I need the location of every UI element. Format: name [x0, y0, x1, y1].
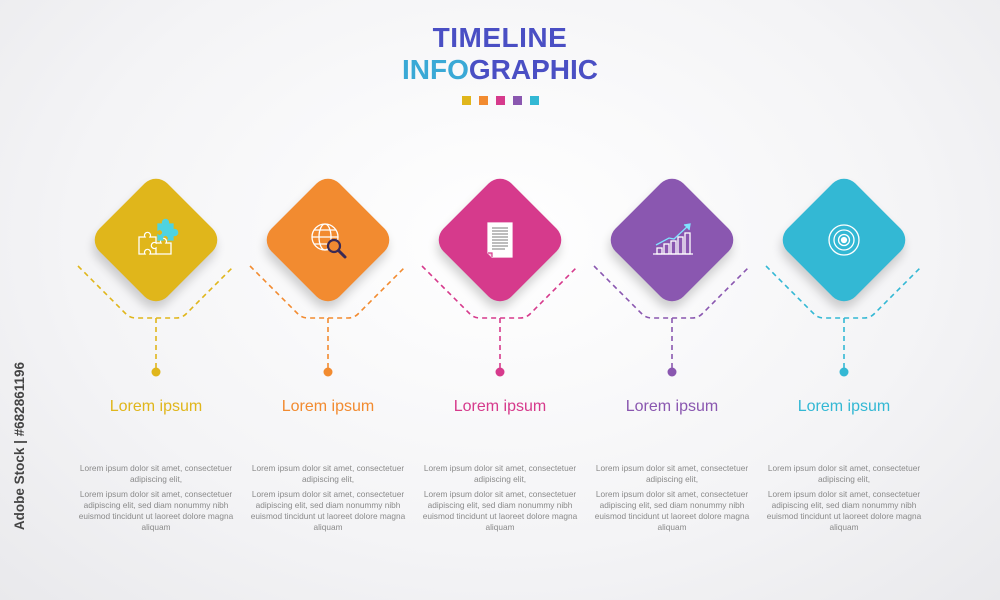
- color-dot: [461, 96, 471, 105]
- timeline-step-4: Lorem ipsum Lorem ipsum dolor sit amet, …: [586, 172, 758, 560]
- step-label: Lorem ipsum: [625, 398, 719, 415]
- connector-lines: [593, 265, 751, 377]
- color-dot: [529, 96, 539, 105]
- step-summary: Lorem ipsum dolor sit amet, consectetuer…: [79, 463, 233, 484]
- connector-lines: [249, 265, 407, 377]
- timeline-step-2: Lorem ipsum Lorem ipsum dolor sit amet, …: [242, 172, 414, 560]
- step-description: Lorem ipsum dolor sit amet, consectetuer…: [766, 489, 922, 532]
- color-dot: [495, 96, 505, 105]
- step-label: Lorem ipsum: [797, 398, 891, 415]
- globe-search-icon: [303, 215, 353, 265]
- target-icon: [819, 215, 869, 265]
- step-summary: Lorem ipsum dolor sit amet, consectetuer…: [767, 463, 921, 484]
- header: TIMELINE INFOGRAPHIC: [0, 22, 1000, 105]
- timeline-step-3: Lorem ipsum Lorem ipsum dolor sit amet, …: [414, 172, 586, 560]
- connector-lines: [77, 265, 235, 377]
- step-label: Lorem ipsum: [281, 398, 375, 415]
- title-line-2: INFOGRAPHIC: [0, 54, 1000, 86]
- document-icon: [475, 215, 525, 265]
- growth-chart-icon: [647, 215, 697, 265]
- title-line-1: TIMELINE: [432, 22, 568, 53]
- color-dot: [512, 96, 522, 105]
- step-summary: Lorem ipsum dolor sit amet, consectetuer…: [423, 463, 577, 484]
- step-description: Lorem ipsum dolor sit amet, consectetuer…: [78, 489, 234, 532]
- title-line-2-info: INFO: [401, 54, 469, 85]
- step-label: Lorem ipsum: [109, 398, 203, 415]
- step-description: Lorem ipsum dolor sit amet, consectetuer…: [594, 489, 750, 532]
- step-summary: Lorem ipsum dolor sit amet, consectetuer…: [595, 463, 749, 484]
- color-dots: [0, 96, 1000, 105]
- title-line-2-graphic: GRAPHIC: [468, 54, 598, 85]
- step-label: Lorem ipsum: [453, 398, 547, 415]
- timeline-step-1: Lorem ipsum Lorem ipsum dolor sit amet, …: [70, 172, 242, 560]
- connector-lines: [765, 265, 923, 377]
- step-description: Lorem ipsum dolor sit amet, consectetuer…: [422, 489, 578, 532]
- connector-lines: [421, 265, 579, 377]
- watermark-side-text: Adobe Stock | #682861196: [12, 362, 27, 531]
- color-dot: [478, 96, 488, 105]
- timeline-step-5: Lorem ipsum Lorem ipsum dolor sit amet, …: [758, 172, 930, 560]
- step-summary: Lorem ipsum dolor sit amet, consectetuer…: [251, 463, 405, 484]
- step-description: Lorem ipsum dolor sit amet, consectetuer…: [250, 489, 406, 532]
- puzzle-icon: [131, 215, 181, 265]
